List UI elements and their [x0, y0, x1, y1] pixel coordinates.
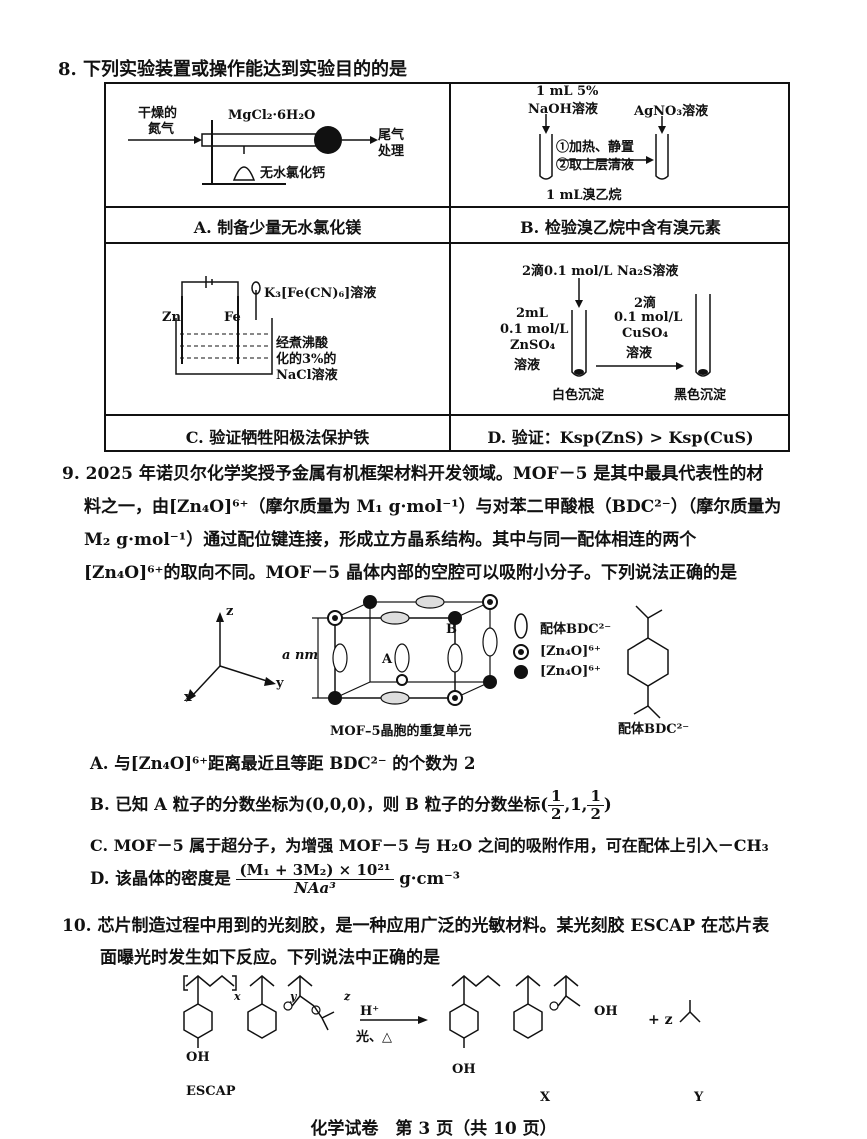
label-znso4-conc: 0.1 mol/L	[500, 322, 569, 337]
table-divider	[106, 242, 788, 244]
reaction-drawing	[183, 975, 701, 1048]
edge-length-label: a nm	[282, 648, 319, 663]
question-8-title: 8. 下列实验装置或操作能达到实验目的的是	[58, 59, 408, 80]
question-10-line2: 面曝光时发生如下反应。下列说法中正确的是	[100, 948, 440, 968]
legend-zn4o-black: [Zn₄O]⁶⁺	[540, 664, 601, 679]
density-numerator: (M₁ + 3M₂) × 10²¹	[236, 862, 394, 880]
axis-x-label: x	[184, 690, 192, 705]
particle-a-label: A	[382, 652, 393, 667]
q9-option-b-text: B. 已知 A 粒子的分数坐标为(0,0,0)，则 B 粒子的分数坐标(	[90, 795, 549, 814]
product-y-label: Y	[694, 1090, 704, 1105]
option-b-caption: B. 检验溴乙烷中含有溴元素	[520, 218, 721, 237]
hydroxyl-label: OH	[452, 1062, 476, 1077]
apparatus-c-drawing	[175, 276, 273, 375]
label-solution-2: 化的3%的	[276, 352, 337, 367]
label-k3fecn6: K₃[Fe(CN)₆]溶液	[264, 286, 377, 301]
label-naoh-volume: 1 mL 5%	[536, 84, 599, 99]
label-step2: ②取上层清液	[556, 158, 635, 173]
subscript-x: x	[234, 990, 241, 1003]
label-dry: 干燥的	[138, 106, 178, 121]
question-9-line3: M₂ g·mol⁻¹）通过配位键连接，形成立方晶系结构。其中与同一配体相连的两个	[84, 530, 697, 550]
unit-cell-caption: MOF–5晶胞的重复单元	[330, 724, 472, 739]
label-step1: ①加热、静置	[556, 140, 635, 155]
fraction-numerator: 1	[548, 788, 565, 806]
fraction-denominator: 2	[590, 805, 601, 823]
product-x-label: X	[540, 1090, 551, 1105]
label-solution-1: 经煮沸酸	[276, 336, 329, 351]
label-fe: Fe	[224, 310, 241, 325]
label-black-precipitate: 黑色沉淀	[674, 388, 727, 403]
question-9-line1: 9. 2025 年诺贝尔化学奖授予金属有机框架材料开发领域。MOF－5 是其中最…	[62, 464, 764, 484]
label-nitrogen: 氮气	[148, 122, 175, 137]
subscript-y: y	[290, 990, 297, 1003]
label-agno3: AgNO₃溶液	[634, 104, 709, 119]
label-solution-3: NaCl溶液	[276, 368, 338, 383]
subscript-z: z	[344, 990, 351, 1003]
label-cuso4-conc: 0.1 mol/L	[614, 310, 683, 325]
fraction-denominator: 2	[551, 805, 562, 823]
label-na2s: 2滴0.1 mol/L Na₂S溶液	[522, 264, 679, 279]
density-denominator: NAa³	[294, 879, 336, 897]
label-cuso4-solution: 溶液	[626, 346, 653, 361]
condition-h-plus: H⁺	[360, 1004, 380, 1019]
apparatus-b-drawing	[539, 114, 669, 180]
table-divider-vertical	[449, 84, 451, 450]
label-bromoethane: 1 mL溴乙烷	[546, 188, 622, 203]
q9-option-c: C. MOF－5 属于超分子，为增强 MOF－5 与 H₂O 之间的吸附作用，可…	[90, 836, 769, 855]
label-znso4-volume: 2mL	[516, 306, 548, 321]
page-footer: 化学试卷 第 3 页（共 10 页）	[310, 1119, 557, 1139]
q9-option-d-text: D. 该晶体的密度是	[90, 869, 231, 888]
label-znso4-solution: 溶液	[514, 358, 541, 373]
label-white-precipitate: 白色沉淀	[552, 388, 605, 403]
option-a-caption: A. 制备少量无水氯化镁	[193, 218, 362, 237]
label-znso4: ZnSO₄	[510, 338, 556, 353]
particle-b-label: B	[446, 622, 457, 637]
axis-y-label: y	[276, 676, 284, 691]
condition-light-heat: 光、△	[356, 1030, 392, 1045]
label-naoh: NaOH溶液	[528, 102, 598, 117]
table-divider	[106, 206, 788, 208]
density-unit: g·cm⁻³	[399, 869, 460, 888]
question-9-line2: 料之一，由[Zn₄O]⁶⁺（摩尔质量为 M₁ g·mol⁻¹）与对苯二甲酸根（B…	[84, 497, 782, 517]
option-d-caption: D. 验证：Ksp(ZnS) > Ksp(CuS)	[487, 428, 754, 447]
plus-z: + z	[648, 1012, 673, 1028]
label-cuso4: CuSO₄	[622, 326, 669, 341]
label-cacl2: 无水氯化钙	[260, 166, 326, 181]
legend-zn4o-white: [Zn₄O]⁶⁺	[540, 644, 601, 659]
q9-option-b-mid: ,1,	[564, 795, 588, 814]
apparatus-d-drawing	[571, 278, 711, 377]
experiment-table: 干燥的 氮气 MgCl₂·6H₂O 尾气 处理 无水氯化钙 A. 制备少量无水氯…	[104, 82, 790, 452]
ligand-caption: 配体BDC²⁻	[618, 722, 690, 737]
q9-option-b-end: )	[603, 795, 612, 814]
label-mgcl2: MgCl₂·6H₂O	[228, 108, 316, 123]
hydroxyl-label: OH	[186, 1050, 210, 1065]
label-tail-gas: 尾气	[378, 128, 405, 143]
label-treatment: 处理	[378, 144, 405, 159]
escap-label: ESCAP	[186, 1084, 236, 1099]
axis-z-label: z	[226, 604, 234, 619]
option-c-caption: C. 验证牺牲阳极法保护铁	[185, 428, 370, 447]
legend-bdc: 配体BDC²⁻	[540, 622, 612, 637]
label-cuso4-drops: 2滴	[634, 296, 657, 311]
unit-cell-drawing	[186, 594, 669, 719]
apparatus-a-drawing	[128, 120, 378, 185]
fraction-numerator: 1	[587, 788, 604, 806]
question-9-line4: [Zn₄O]⁶⁺的取向不同。MOF－5 晶体内部的空腔可以吸附小分子。下列说法正…	[84, 563, 737, 583]
table-divider	[106, 414, 788, 416]
question-10-line1: 10. 芯片制造过程中用到的光刻胶，是一种应用广泛的光敏材料。某光刻胶 ESCA…	[62, 916, 770, 936]
carboxyl-oh-label: OH	[594, 1004, 618, 1019]
q9-option-a: A. 与[Zn₄O]⁶⁺距离最近且等距 BDC²⁻ 的个数为 2	[90, 754, 476, 773]
